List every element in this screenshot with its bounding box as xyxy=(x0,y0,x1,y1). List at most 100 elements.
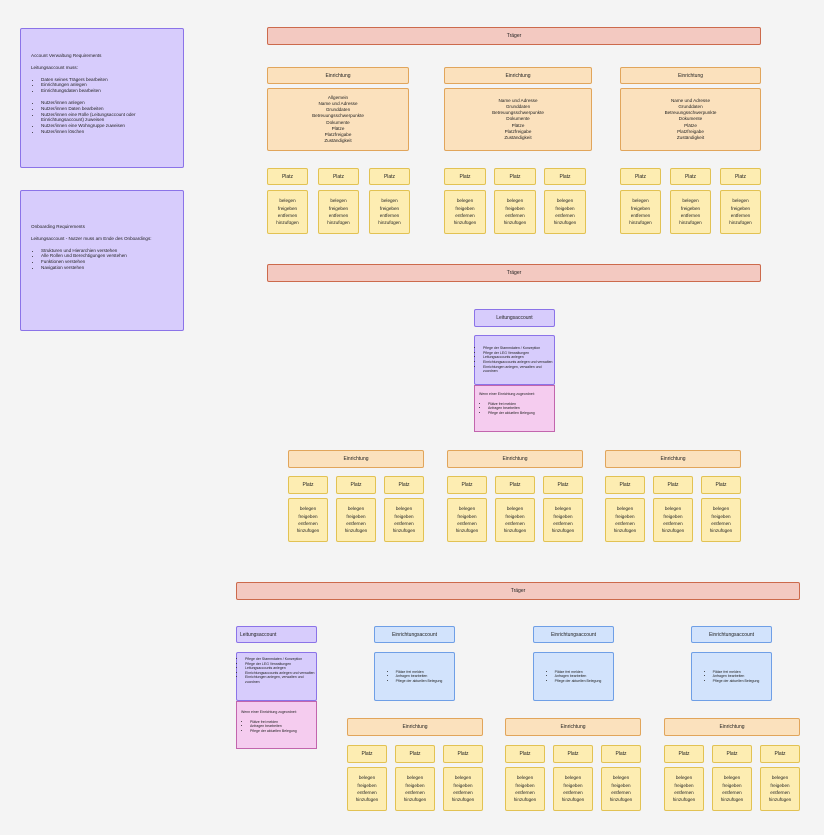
platz-action: hinzufügen xyxy=(451,797,475,803)
platz-action: hinzufügen xyxy=(553,220,577,226)
platz-action: belegen xyxy=(675,775,693,781)
platz-header: Platz xyxy=(444,168,486,185)
list-item: Grunddaten xyxy=(678,103,703,109)
platz-action: belegen xyxy=(616,506,634,512)
platz-action: belegen xyxy=(732,198,749,204)
platz-action: entfernen xyxy=(328,213,349,218)
platz-header: Platz xyxy=(267,168,308,185)
list-item: Nutzer/innen eine Wohngruppe zuweisen xyxy=(41,123,173,129)
platz-action: freigeben xyxy=(357,782,377,788)
list-item: Dokumente xyxy=(678,116,703,122)
platz-action: entfernen xyxy=(379,213,400,218)
list-item: Platzfreigabe xyxy=(504,128,532,134)
list-item: Dokumente xyxy=(326,119,350,125)
platz-action: entfernen xyxy=(663,521,683,526)
platz-action: freigeben xyxy=(674,782,694,788)
platz-header: Platz xyxy=(664,745,704,763)
platz-action: entfernen xyxy=(563,790,583,795)
list-item: Daten seines Trägers bearbeiten xyxy=(41,77,173,83)
list-item: Anfragen bearbeiten xyxy=(713,674,760,679)
platz-action: hinzufügen xyxy=(729,220,752,226)
platz-action: entfernen xyxy=(611,790,631,795)
platz-action: hinzufügen xyxy=(768,797,792,803)
platz-action: freigeben xyxy=(405,782,425,788)
leitungsaccount-assigned-permissions: Wenn einer Einrichtung zugeordnet: Plätz… xyxy=(236,701,317,749)
platz-action: entfernen xyxy=(615,521,635,526)
platz-action: freigeben xyxy=(770,782,790,788)
onboarding-requirements-title: Onboarding Requirements xyxy=(31,224,85,229)
list-item: Plätze frei melden xyxy=(488,402,550,407)
platz-action: hinzufügen xyxy=(551,528,575,534)
platz-header: Platz xyxy=(494,168,536,185)
platz-action: belegen xyxy=(723,775,741,781)
onboarding-requirements-intro: Leitungsaccount - Nutzer muss am Ende de… xyxy=(31,235,152,241)
permission-list: Plätze frei melden Anfragen bearbeiten P… xyxy=(479,402,550,416)
platz-action: belegen xyxy=(330,198,347,204)
permission-list: Plätze frei melden Anfragen bearbeiten P… xyxy=(387,670,443,684)
list-item: Pflege der Stammdaten / Konzeption xyxy=(245,657,316,662)
list-item: Einrichtungsaccounts anlegen und verwalt… xyxy=(245,671,316,676)
list-item: Nutzer/innen eine Rolle (Leitungsaccount… xyxy=(41,112,173,124)
list-item: Leitungsaccounts anlegen xyxy=(483,355,554,360)
platz-action: entfernen xyxy=(505,521,525,526)
platz-action: freigeben xyxy=(680,205,701,211)
platz-action: entfernen xyxy=(405,790,425,795)
list-item: Platzfreigabe xyxy=(324,131,352,137)
platz-action: entfernen xyxy=(455,213,475,218)
list-item: Plätze frei melden xyxy=(555,670,602,675)
platz-action: entfernen xyxy=(630,213,651,218)
einrichtungsaccount-header: Einrichtungsaccount xyxy=(374,626,455,643)
platz-action: hinzufügen xyxy=(403,797,427,803)
platz-header: Platz xyxy=(670,168,711,185)
account-requirements-list-1: Daten seines Trägers bearbeiten Einricht… xyxy=(31,77,173,94)
platz-action: belegen xyxy=(712,506,730,512)
list-item: Anfragen bearbeiten xyxy=(555,674,602,679)
list-item: Pflege der aktuellen Belegung xyxy=(555,679,602,684)
platz-action: freigeben xyxy=(457,513,477,519)
account-requirements-title: Account Verwaltung Requirements xyxy=(31,53,102,58)
einrichtungsaccount-permissions: Plätze frei melden Anfragen bearbeiten P… xyxy=(533,652,614,701)
onboarding-requirements-list: Strukturen und Hierarchien verstehen All… xyxy=(31,248,173,271)
platz-action: entfernen xyxy=(555,213,575,218)
platz-header: Platz xyxy=(336,476,376,494)
platz-action: freigeben xyxy=(455,205,475,211)
platz-header: Platz xyxy=(620,168,661,185)
platz-action: freigeben xyxy=(663,513,683,519)
platz-action: hinzufügen xyxy=(561,797,585,803)
platz-action: hinzufügen xyxy=(392,528,416,534)
platz-action: entfernen xyxy=(674,790,694,795)
platz-action: belegen xyxy=(664,506,682,512)
einrichtungsaccount-permissions: Plätze frei melden Anfragen bearbeiten P… xyxy=(691,652,772,701)
leitungsaccount-header: Leitungsaccount xyxy=(474,309,555,327)
platz-action: freigeben xyxy=(346,513,366,519)
list-item: Allgemein xyxy=(327,94,349,100)
platz-action: entfernen xyxy=(515,790,535,795)
list-item: Einrichtungsdaten bearbeiten xyxy=(41,88,173,94)
platz-action: belegen xyxy=(612,775,630,781)
platz-action: entfernen xyxy=(346,521,366,526)
list-item: Einrichtungsaccounts anlegen und verwalt… xyxy=(483,360,554,365)
list-item: Betreuungsschwerpunkte xyxy=(492,110,544,116)
list-item: Grunddaten xyxy=(325,107,351,113)
platz-action: freigeben xyxy=(328,205,349,211)
platz-action: entfernen xyxy=(770,790,790,795)
platz-header: Platz xyxy=(543,476,583,494)
platz-action: hinzufügen xyxy=(296,528,320,534)
platz-header: Platz xyxy=(288,476,328,494)
list-item: Alle Rollen und Berechtigungen verstehen xyxy=(41,253,173,259)
traeger-header-1: Träger xyxy=(267,27,761,45)
einrichtung-header: Einrichtung xyxy=(267,67,409,84)
traeger-header-3: Träger xyxy=(236,582,800,600)
platz-action: belegen xyxy=(632,198,649,204)
account-requirements-list-2: Nutzer/innen anlegen Nutzer/innen Daten … xyxy=(31,100,173,135)
